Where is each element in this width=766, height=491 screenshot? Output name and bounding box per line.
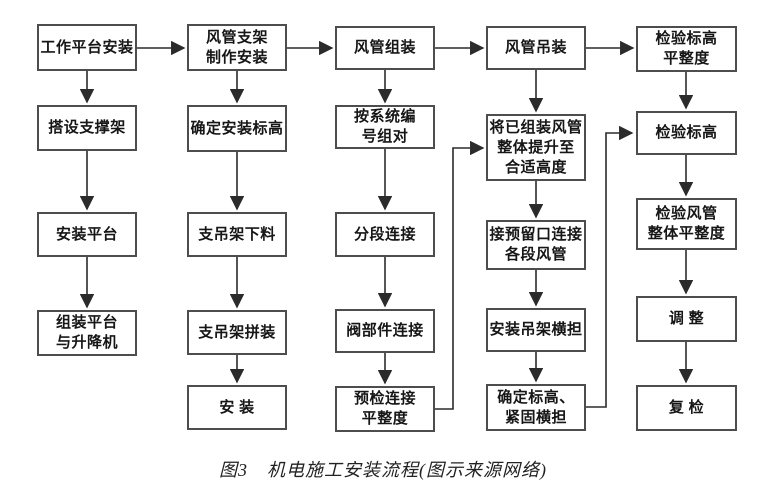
elbow-connector-fix-to-check bbox=[586, 125, 634, 408]
node-fix-elevation-tighten-crossarm: 确定标高、 紧固横担 bbox=[486, 384, 586, 431]
node-install-platform: 安装平台 bbox=[37, 212, 137, 257]
node-duct-support-fabrication-install: 风管支架 制作安装 bbox=[187, 24, 287, 71]
node-support-hanger-assembly: 支吊架拼装 bbox=[187, 310, 287, 355]
node-support-hanger-cutting: 支吊架下料 bbox=[187, 212, 287, 257]
figure-caption: 图3 机电施工安装流程(图示来源网络) bbox=[219, 460, 547, 480]
node-recheck: 复 检 bbox=[636, 385, 737, 431]
node-check-elevation-flatness: 检验标高 平整度 bbox=[636, 26, 737, 72]
node-connect-reserved-openings: 接预留口连接 各段风管 bbox=[486, 220, 586, 270]
node-install-hanger-crossarm: 安装吊架横担 bbox=[486, 308, 586, 352]
node-install: 安 装 bbox=[187, 385, 287, 430]
node-assemble-platform-and-lift: 组装平台 与升降机 bbox=[37, 310, 137, 356]
node-duct-hoisting: 风管吊装 bbox=[486, 26, 586, 70]
node-work-platform-install: 工作平台安装 bbox=[37, 24, 137, 71]
node-set-support-frame: 搭设支撑架 bbox=[37, 105, 137, 151]
node-check-elevation: 检验标高 bbox=[636, 111, 737, 155]
node-segment-connection: 分段连接 bbox=[335, 212, 435, 257]
elbow-connector-precheck-to-lift bbox=[435, 140, 485, 410]
node-adjust: 调 整 bbox=[636, 296, 737, 342]
node-valve-parts-connection: 阀部件连接 bbox=[335, 309, 435, 353]
node-determine-install-elevation: 确定安装标高 bbox=[187, 105, 287, 152]
node-check-duct-overall-flatness: 检验风管 整体平整度 bbox=[636, 198, 737, 250]
node-pair-by-system-number: 按系统编 号组对 bbox=[335, 105, 435, 149]
node-duct-assembly: 风管组装 bbox=[335, 26, 435, 70]
node-lift-assembled-duct: 将已组装风管 整体提升至 合适高度 bbox=[486, 114, 586, 181]
node-precheck-connection-flatness: 预检连接 平整度 bbox=[335, 386, 435, 432]
